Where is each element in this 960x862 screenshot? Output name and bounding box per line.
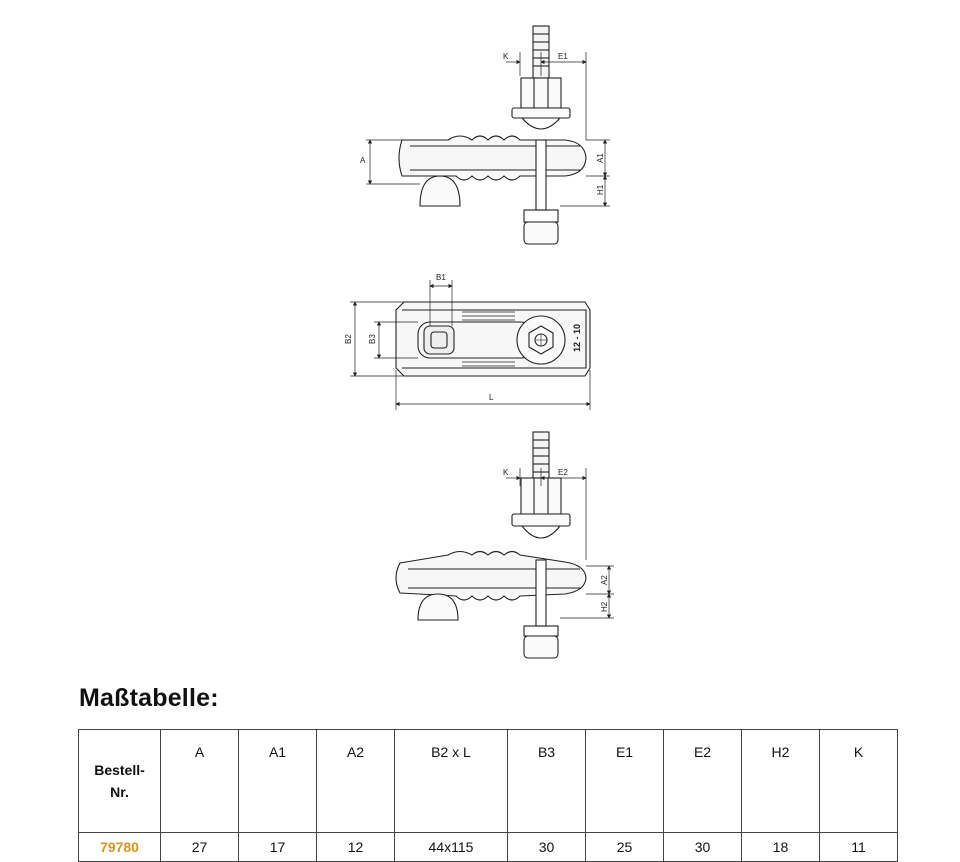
dimension-table: Bestell-Nr. A A1 A2 B2 x L B3 E1 E2 H2 K… bbox=[78, 729, 898, 862]
top-view-marking: 12 - 10 bbox=[572, 324, 582, 352]
header-a2: A2 bbox=[316, 729, 395, 833]
table-row: 79780 27 17 12 44x115 30 25 30 18 11 bbox=[78, 832, 898, 862]
header-h2: H2 bbox=[741, 729, 820, 833]
cell-a2: 12 bbox=[316, 832, 395, 862]
header-a: A bbox=[160, 729, 239, 833]
cell-e2: 30 bbox=[663, 832, 742, 862]
side-view-1 bbox=[398, 25, 587, 245]
table-header-row: Bestell-Nr. A A1 A2 B2 x L B3 E1 E2 H2 K bbox=[78, 729, 898, 833]
dim-l-label: L bbox=[489, 393, 494, 402]
header-k: K bbox=[819, 729, 898, 833]
top-view-dimensions bbox=[350, 280, 591, 410]
cell-a: 27 bbox=[160, 832, 239, 862]
dim-e2-label: E2 bbox=[558, 468, 568, 477]
technical-drawing: K E1 A A1 H1 12 - 10 bbox=[344, 25, 614, 659]
header-e1: E1 bbox=[585, 729, 664, 833]
dim-h1-label: H1 bbox=[596, 184, 605, 195]
side-view-2 bbox=[395, 431, 587, 659]
header-order-number: Bestell-Nr. bbox=[78, 729, 161, 833]
cell-b3: 30 bbox=[507, 832, 586, 862]
side-view-2-dimensions bbox=[506, 468, 614, 619]
dim-k-label-1: K bbox=[503, 52, 509, 61]
header-e2: E2 bbox=[663, 729, 742, 833]
side-view-1-dimensions bbox=[366, 52, 610, 207]
cell-k: 11 bbox=[819, 832, 898, 862]
cell-a1: 17 bbox=[238, 832, 317, 862]
cell-h2: 18 bbox=[741, 832, 820, 862]
dim-b2-label: B2 bbox=[344, 334, 353, 344]
top-view bbox=[395, 301, 591, 377]
cell-b2xl: 44x115 bbox=[394, 832, 508, 862]
dim-e1-label: E1 bbox=[558, 52, 568, 61]
dim-a2-label: A2 bbox=[600, 575, 609, 585]
table-heading: Maßtabelle: bbox=[79, 684, 219, 712]
dim-b3-label: B3 bbox=[368, 334, 377, 344]
dim-a1-label: A1 bbox=[596, 153, 605, 163]
dim-b1-label: B1 bbox=[436, 273, 446, 282]
cell-e1: 25 bbox=[585, 832, 664, 862]
dim-h2-label: H2 bbox=[600, 601, 609, 612]
header-b3: B3 bbox=[507, 729, 586, 833]
cell-order-number[interactable]: 79780 bbox=[78, 832, 161, 862]
header-a1: A1 bbox=[238, 729, 317, 833]
header-b2xl: B2 x L bbox=[394, 729, 508, 833]
dim-a-label: A bbox=[360, 156, 366, 165]
dim-k-label-2: K bbox=[503, 468, 509, 477]
